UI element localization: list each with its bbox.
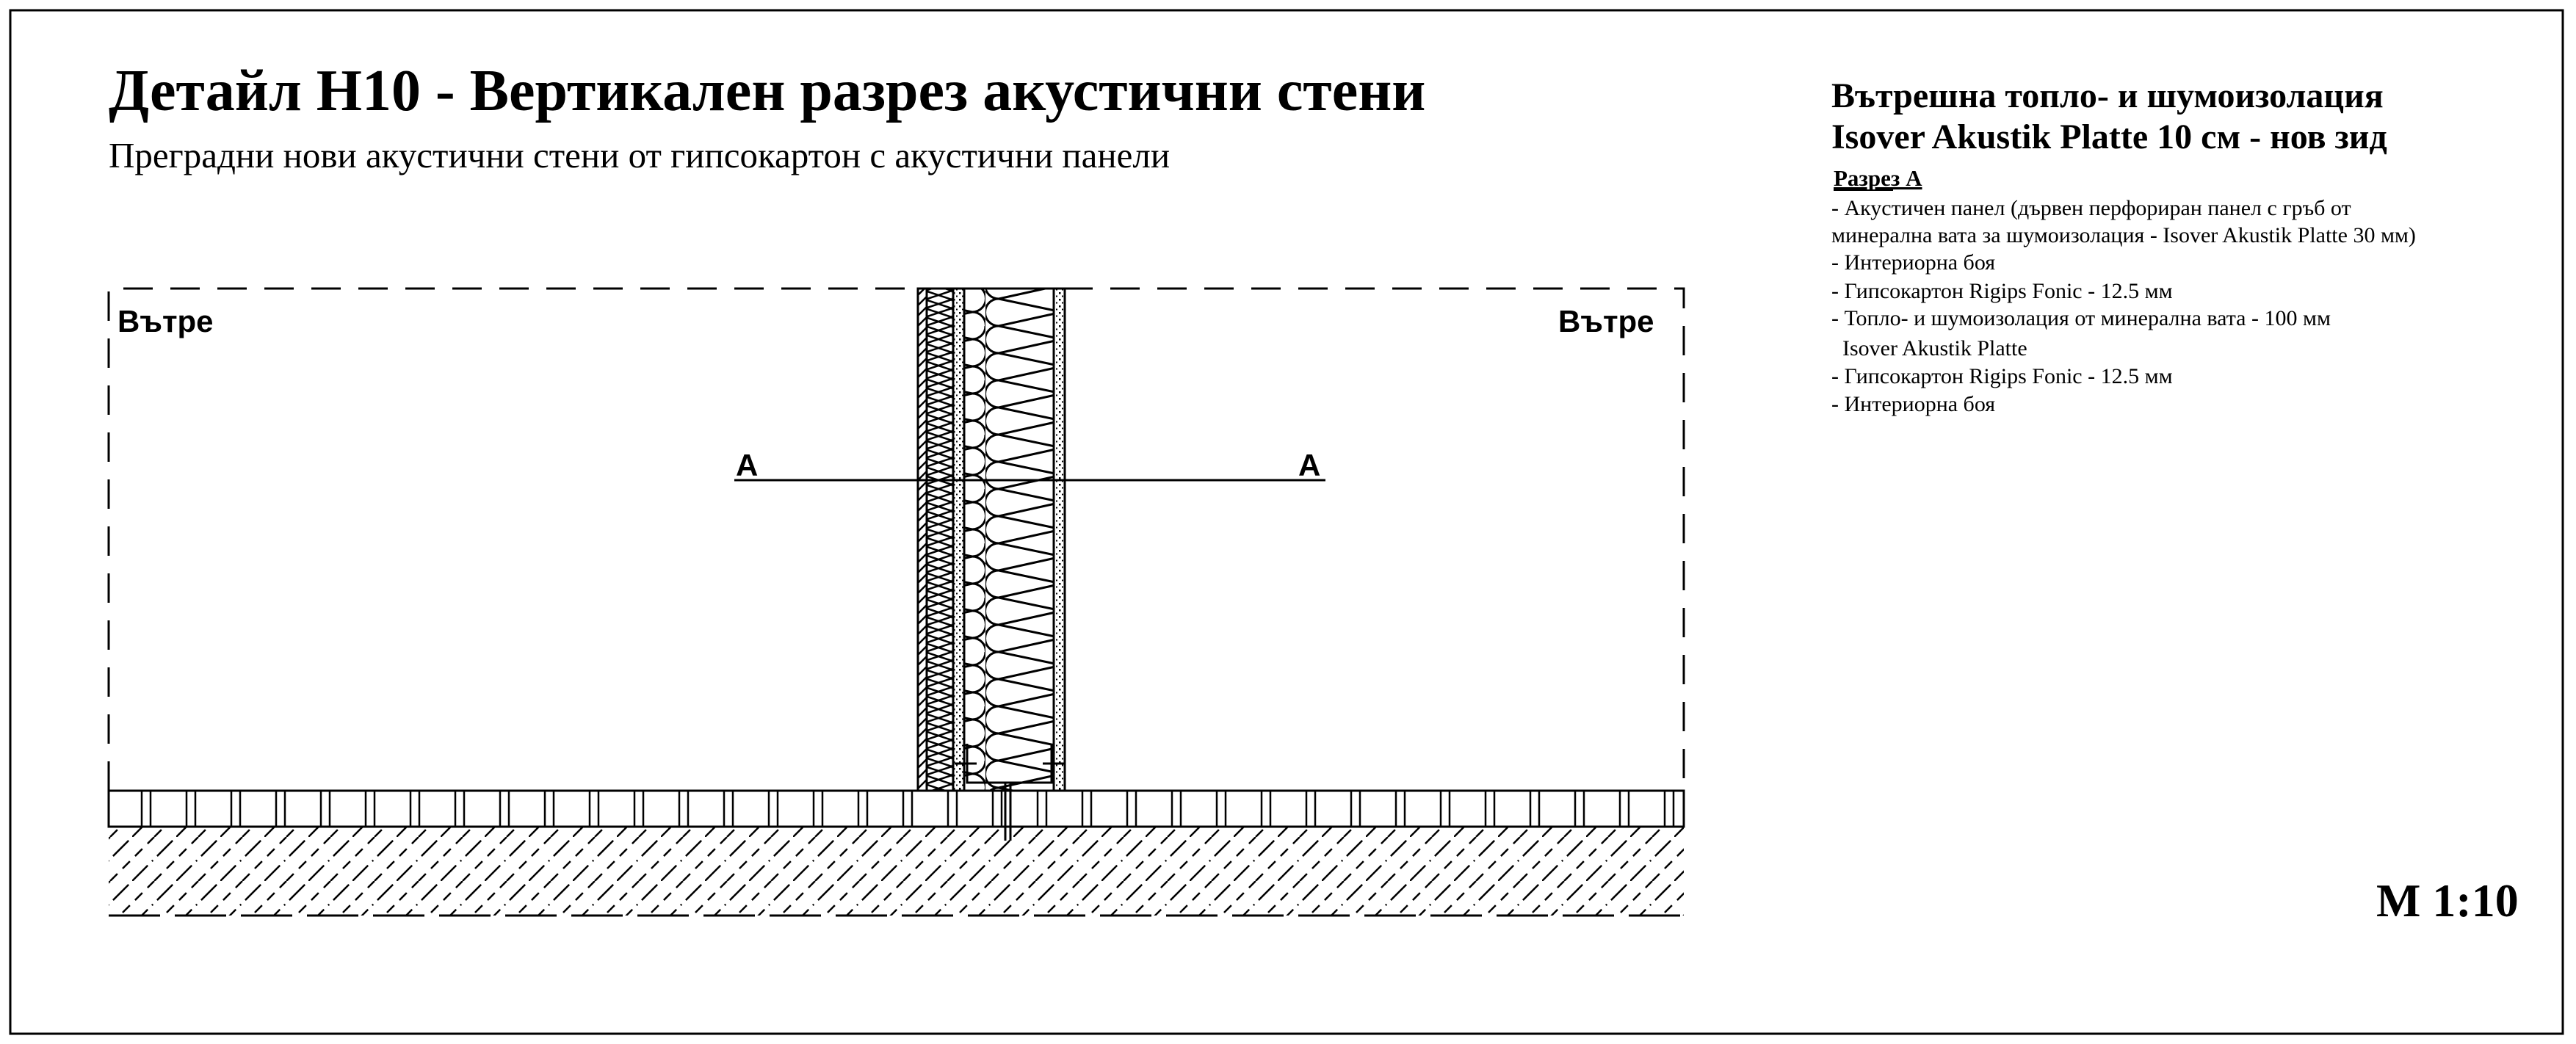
legend-list: - Акустичен панел (дървен перфориран пан… bbox=[1831, 196, 2416, 416]
gypsum-board-right bbox=[1052, 287, 1066, 792]
legend-title-line1: Вътрешна топло- и шумоизолация bbox=[1831, 76, 2384, 115]
legend-item: - Интериорна боя bbox=[1831, 392, 1995, 416]
section-label-right: A bbox=[1298, 448, 1320, 482]
room-label-right: Вътре bbox=[1558, 304, 1654, 338]
anchor-bolt bbox=[1004, 783, 1012, 841]
gypsum-board-left bbox=[952, 287, 966, 792]
sheet-border bbox=[9, 9, 2564, 1035]
legend-item: Isover Akustik Platte bbox=[1831, 336, 2027, 360]
floor-finish-layer bbox=[107, 789, 1685, 828]
room-outline bbox=[107, 287, 1685, 791]
concrete-slab bbox=[109, 827, 1684, 916]
wood-panel-layer bbox=[916, 287, 928, 792]
scale-label: M 1:10 bbox=[2376, 874, 2519, 927]
room-label-left: Вътре bbox=[117, 304, 214, 338]
page-title: Детайл Н10 - Вертикален разрез акустични… bbox=[109, 59, 1425, 123]
legend-item: - Интериорна боя bbox=[1831, 250, 1995, 275]
acoustic-wall-section bbox=[916, 287, 1066, 841]
legend-title-line2: Isover Akustik Platte 10 см - нов зид bbox=[1831, 117, 2387, 156]
legend-item: - Гипсокартон Rigips Fonic - 12.5 мм bbox=[1831, 279, 2173, 303]
page-subtitle: Преградни нови акустични стени от гипсок… bbox=[109, 135, 1170, 175]
legend-item: - Топло- и шумоизолация от минерална ват… bbox=[1831, 306, 2331, 330]
legend-item: - Гипсокартон Rigips Fonic - 12.5 мм bbox=[1831, 364, 2173, 388]
acoustic-mineral-wool-layer bbox=[925, 287, 955, 792]
mineral-wool-insulation bbox=[963, 287, 1055, 792]
legend-item: минерална вата за шумоизолация - Isover … bbox=[1831, 223, 2416, 247]
section-label-left: A bbox=[736, 448, 758, 482]
legend-item: - Акустичен панел (дървен перфориран пан… bbox=[1831, 196, 2351, 220]
legend-section-heading: Разрез А bbox=[1834, 165, 1922, 191]
